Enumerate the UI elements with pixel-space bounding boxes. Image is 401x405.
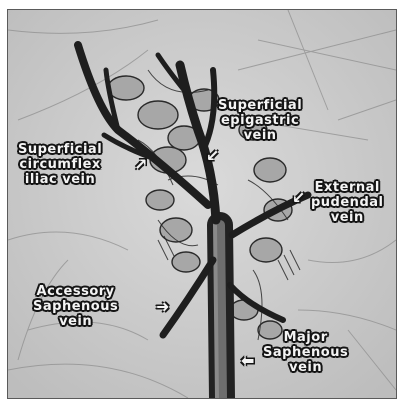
- label-line: circumflex: [18, 157, 102, 172]
- arrow-pudendal-icon: ↙: [292, 188, 305, 207]
- label-line: vein: [33, 314, 118, 329]
- label-major-saphenous-vein: Major Saphenous vein: [263, 330, 348, 375]
- label-line: Accessory: [33, 284, 118, 299]
- label-line: Superficial: [18, 142, 102, 157]
- label-line: iliac vein: [18, 172, 102, 187]
- vein-diagram: Superficial epigastric vein ↙ Superficia…: [7, 9, 397, 399]
- label-line: vein: [311, 210, 383, 225]
- label-line: Saphenous: [33, 299, 118, 314]
- label-line: epigastric: [218, 113, 302, 128]
- arrow-major-icon: ⬅: [241, 351, 254, 370]
- label-line: vein: [263, 360, 348, 375]
- label-line: vein: [218, 128, 302, 143]
- label-superficial-circumflex-iliac-vein: Superficial circumflex iliac vein: [18, 142, 102, 187]
- label-line: pudendal: [311, 195, 383, 210]
- label-line: Saphenous: [263, 345, 348, 360]
- arrow-accessory-icon: ➜: [156, 297, 169, 316]
- arrow-epigastric-icon: ↙: [206, 146, 219, 165]
- label-line: External: [311, 180, 383, 195]
- label-line: Major: [263, 330, 348, 345]
- label-line: Superficial: [218, 98, 302, 113]
- label-external-pudendal-vein: External pudendal vein: [311, 180, 383, 225]
- arrow-circumflex-icon: ↗: [134, 155, 147, 174]
- label-accessory-saphenous-vein: Accessory Saphenous vein: [33, 284, 118, 329]
- label-superficial-epigastric-vein: Superficial epigastric vein: [218, 98, 302, 143]
